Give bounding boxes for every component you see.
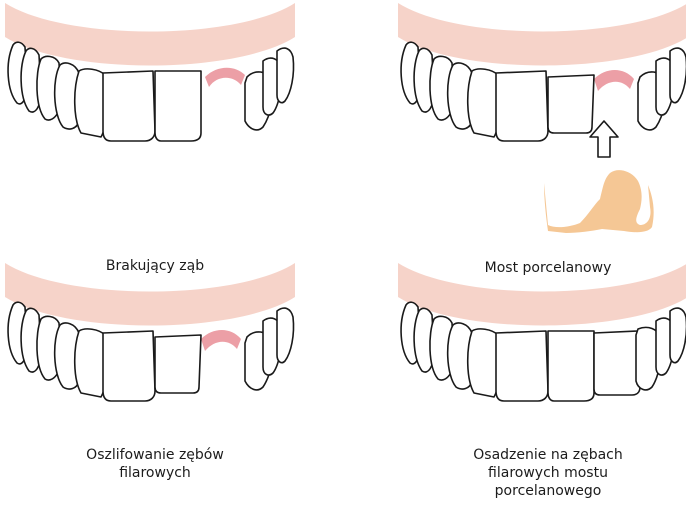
panel-ground-abutments <box>5 263 295 401</box>
tooth <box>103 331 155 401</box>
caption-line: filarowych mostu <box>398 464 686 482</box>
caption-bridge-seated: Osadzenie na zębach filarowych mostu por… <box>398 446 686 500</box>
caption-ground-abutments: Oszlifowanie zębów filarowych <box>5 446 305 482</box>
caption-missing-tooth: Brakujący ząb <box>5 257 305 275</box>
panel-missing-tooth <box>5 3 295 141</box>
tooth <box>670 308 686 362</box>
caption-porcelain-bridge: Most porcelanowy <box>398 259 686 277</box>
tooth <box>277 308 294 362</box>
panel-porcelain-bridge <box>398 3 686 233</box>
porcelain-bridge <box>544 170 654 233</box>
tooth <box>277 48 294 102</box>
tooth <box>496 71 548 141</box>
caption-line: porcelanowego <box>398 482 686 500</box>
tooth <box>594 331 640 395</box>
up-arrow-icon <box>590 121 618 157</box>
tooth <box>548 331 594 401</box>
tooth <box>496 331 548 401</box>
caption-line: Osadzenie na zębach <box>398 446 686 464</box>
tooth <box>670 48 686 102</box>
gap-gum <box>205 68 245 87</box>
tooth <box>155 71 201 141</box>
panel-bridge-seated <box>398 263 686 401</box>
gap-gum <box>201 330 241 351</box>
caption-line: Oszlifowanie zębów <box>5 446 305 464</box>
gap-gum <box>594 70 634 91</box>
tooth <box>548 75 594 133</box>
caption-line: Most porcelanowy <box>398 259 686 277</box>
tooth <box>103 71 155 141</box>
tooth <box>155 335 201 393</box>
caption-line: filarowych <box>5 464 305 482</box>
caption-line: Brakujący ząb <box>5 257 305 275</box>
